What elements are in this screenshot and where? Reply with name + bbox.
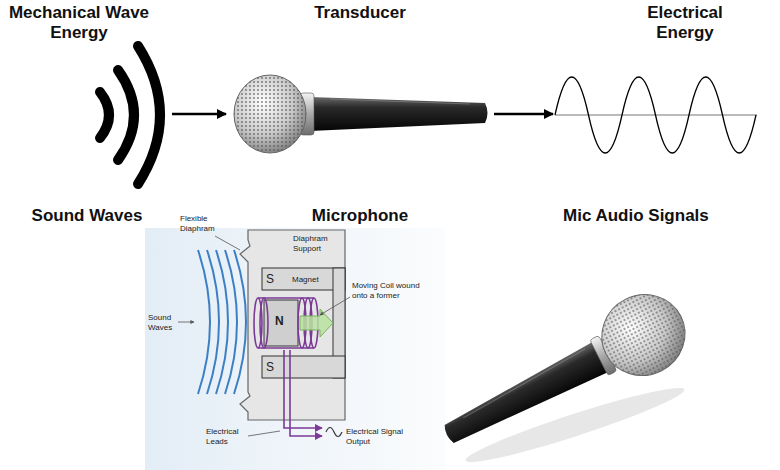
flow-arrow bbox=[494, 113, 553, 116]
sound-wave-icon bbox=[100, 46, 160, 184]
signal-wave bbox=[555, 77, 757, 153]
part-label: Moving Coil wound onto a former bbox=[352, 281, 430, 301]
pole-letter: N bbox=[275, 314, 284, 328]
microphone-photo bbox=[429, 280, 699, 470]
stage-heading: Mechanical Wave Energy bbox=[4, 3, 154, 43]
stage-caption: Sound Waves bbox=[32, 206, 143, 226]
stage-caption: Mic Audio Signals bbox=[563, 206, 709, 226]
part-label: Electrical Signal Output bbox=[346, 427, 418, 447]
part-label: Magnet bbox=[292, 275, 319, 285]
stage-column: Mechanical Wave EnergySound Waves bbox=[4, 0, 170, 228]
part-label: Sound Waves bbox=[148, 313, 178, 333]
part-label: Electrical Leads bbox=[206, 427, 248, 447]
stage-heading: Electrical Energy bbox=[635, 3, 735, 43]
dynamic-mic-schematic bbox=[145, 228, 445, 470]
stage-caption: Microphone bbox=[312, 206, 408, 226]
part-label: Flexible Diaphram bbox=[180, 214, 232, 234]
microphone-picture bbox=[234, 75, 488, 153]
flow-arrow bbox=[172, 113, 226, 116]
stage-column: Electrical EnergyMic Audio Signals bbox=[555, 0, 760, 228]
pole-letter: S bbox=[266, 272, 274, 286]
stage-heading: Transducer bbox=[314, 3, 406, 23]
pole-letter: S bbox=[266, 360, 274, 374]
stage-column: TransducerMicrophone bbox=[228, 0, 492, 228]
part-label: Diaphram Support bbox=[293, 234, 341, 254]
